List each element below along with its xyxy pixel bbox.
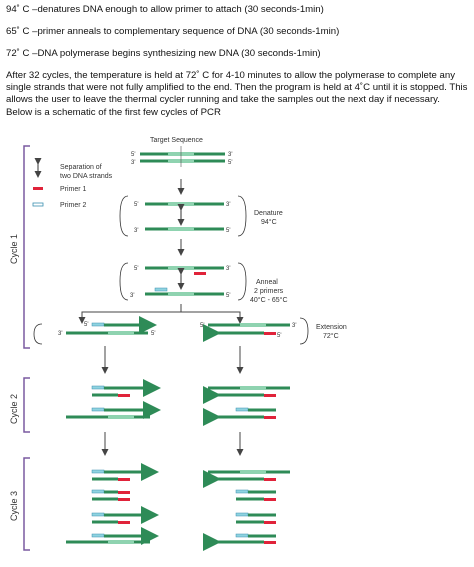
end-label: 5' [226,228,230,234]
legend-primer2: Primer 2 [60,202,87,209]
end-label: 3' [226,202,230,208]
end-label: 5' [134,266,138,272]
legend: Separation of two DNA strands Primer 1 P… [32,158,113,209]
annealed-strands: 5' 3' 3' 5' Anneal 2 primers 40°C - 65°C [119,262,288,304]
end-label: 3' [134,228,138,234]
end-label: 3' [130,293,134,299]
anneal-primers: 2 primers [254,288,284,295]
cycle3-products [66,463,290,551]
extension-products: 5' 3' 5' 5' 3' 5' Extension 72°C [33,316,347,345]
legend-separation-line2: two DNA strands [60,173,113,180]
cycle-brackets: Cycle 1 Cycle 2 Cycle 3 [9,145,30,551]
anneal-label: Anneal [256,279,278,286]
pcr-paragraph: After 32 cycles, the temperature is held… [6,70,468,118]
cycle-2-label: Cycle 2 [9,394,19,424]
end-label: 3' [226,266,230,272]
cycle-3-label: Cycle 3 [9,491,19,521]
end-label: 5' [277,333,281,339]
denature-temp: 94°C [261,218,277,226]
cycle-1-label: Cycle 1 [9,234,19,264]
step-extend: 72˚ C –DNA polymerase begins synthesizin… [6,48,321,59]
end-label: 3' [292,323,296,329]
end-label: 3' [228,152,232,158]
denatured-strands: 5' 3' 3' 5' Denature 94°C [119,195,283,237]
end-label: 5' [131,152,135,158]
end-label: 5' [134,202,138,208]
target-duplex: 5' 3' 3' 5' [131,146,232,167]
legend-separation-line1: Separation of [60,164,102,171]
step-anneal: 65˚ C –primer anneals to complementary s… [6,26,340,37]
end-label: 5' [151,331,155,337]
extension-temp: 72°C [323,332,339,340]
denature-label: Denature [254,210,283,217]
legend-primer1: Primer 1 [60,186,87,193]
end-label: 5' [84,322,88,328]
extension-label: Extension [316,324,347,331]
end-label: 5' [200,323,204,329]
end-label: 5' [228,160,232,166]
step-denature: 94˚ C –denatures DNA enough to allow pri… [6,4,324,15]
pcr-schematic: Target Sequence 5' 3' 3' 5' Separation o… [9,137,347,551]
end-label: 3' [58,331,62,337]
end-label: 5' [226,293,230,299]
diagram-title: Target Sequence [150,137,203,144]
end-label: 3' [131,160,135,166]
cycle2-products [66,379,290,426]
anneal-temp: 40°C - 65°C [250,296,288,304]
